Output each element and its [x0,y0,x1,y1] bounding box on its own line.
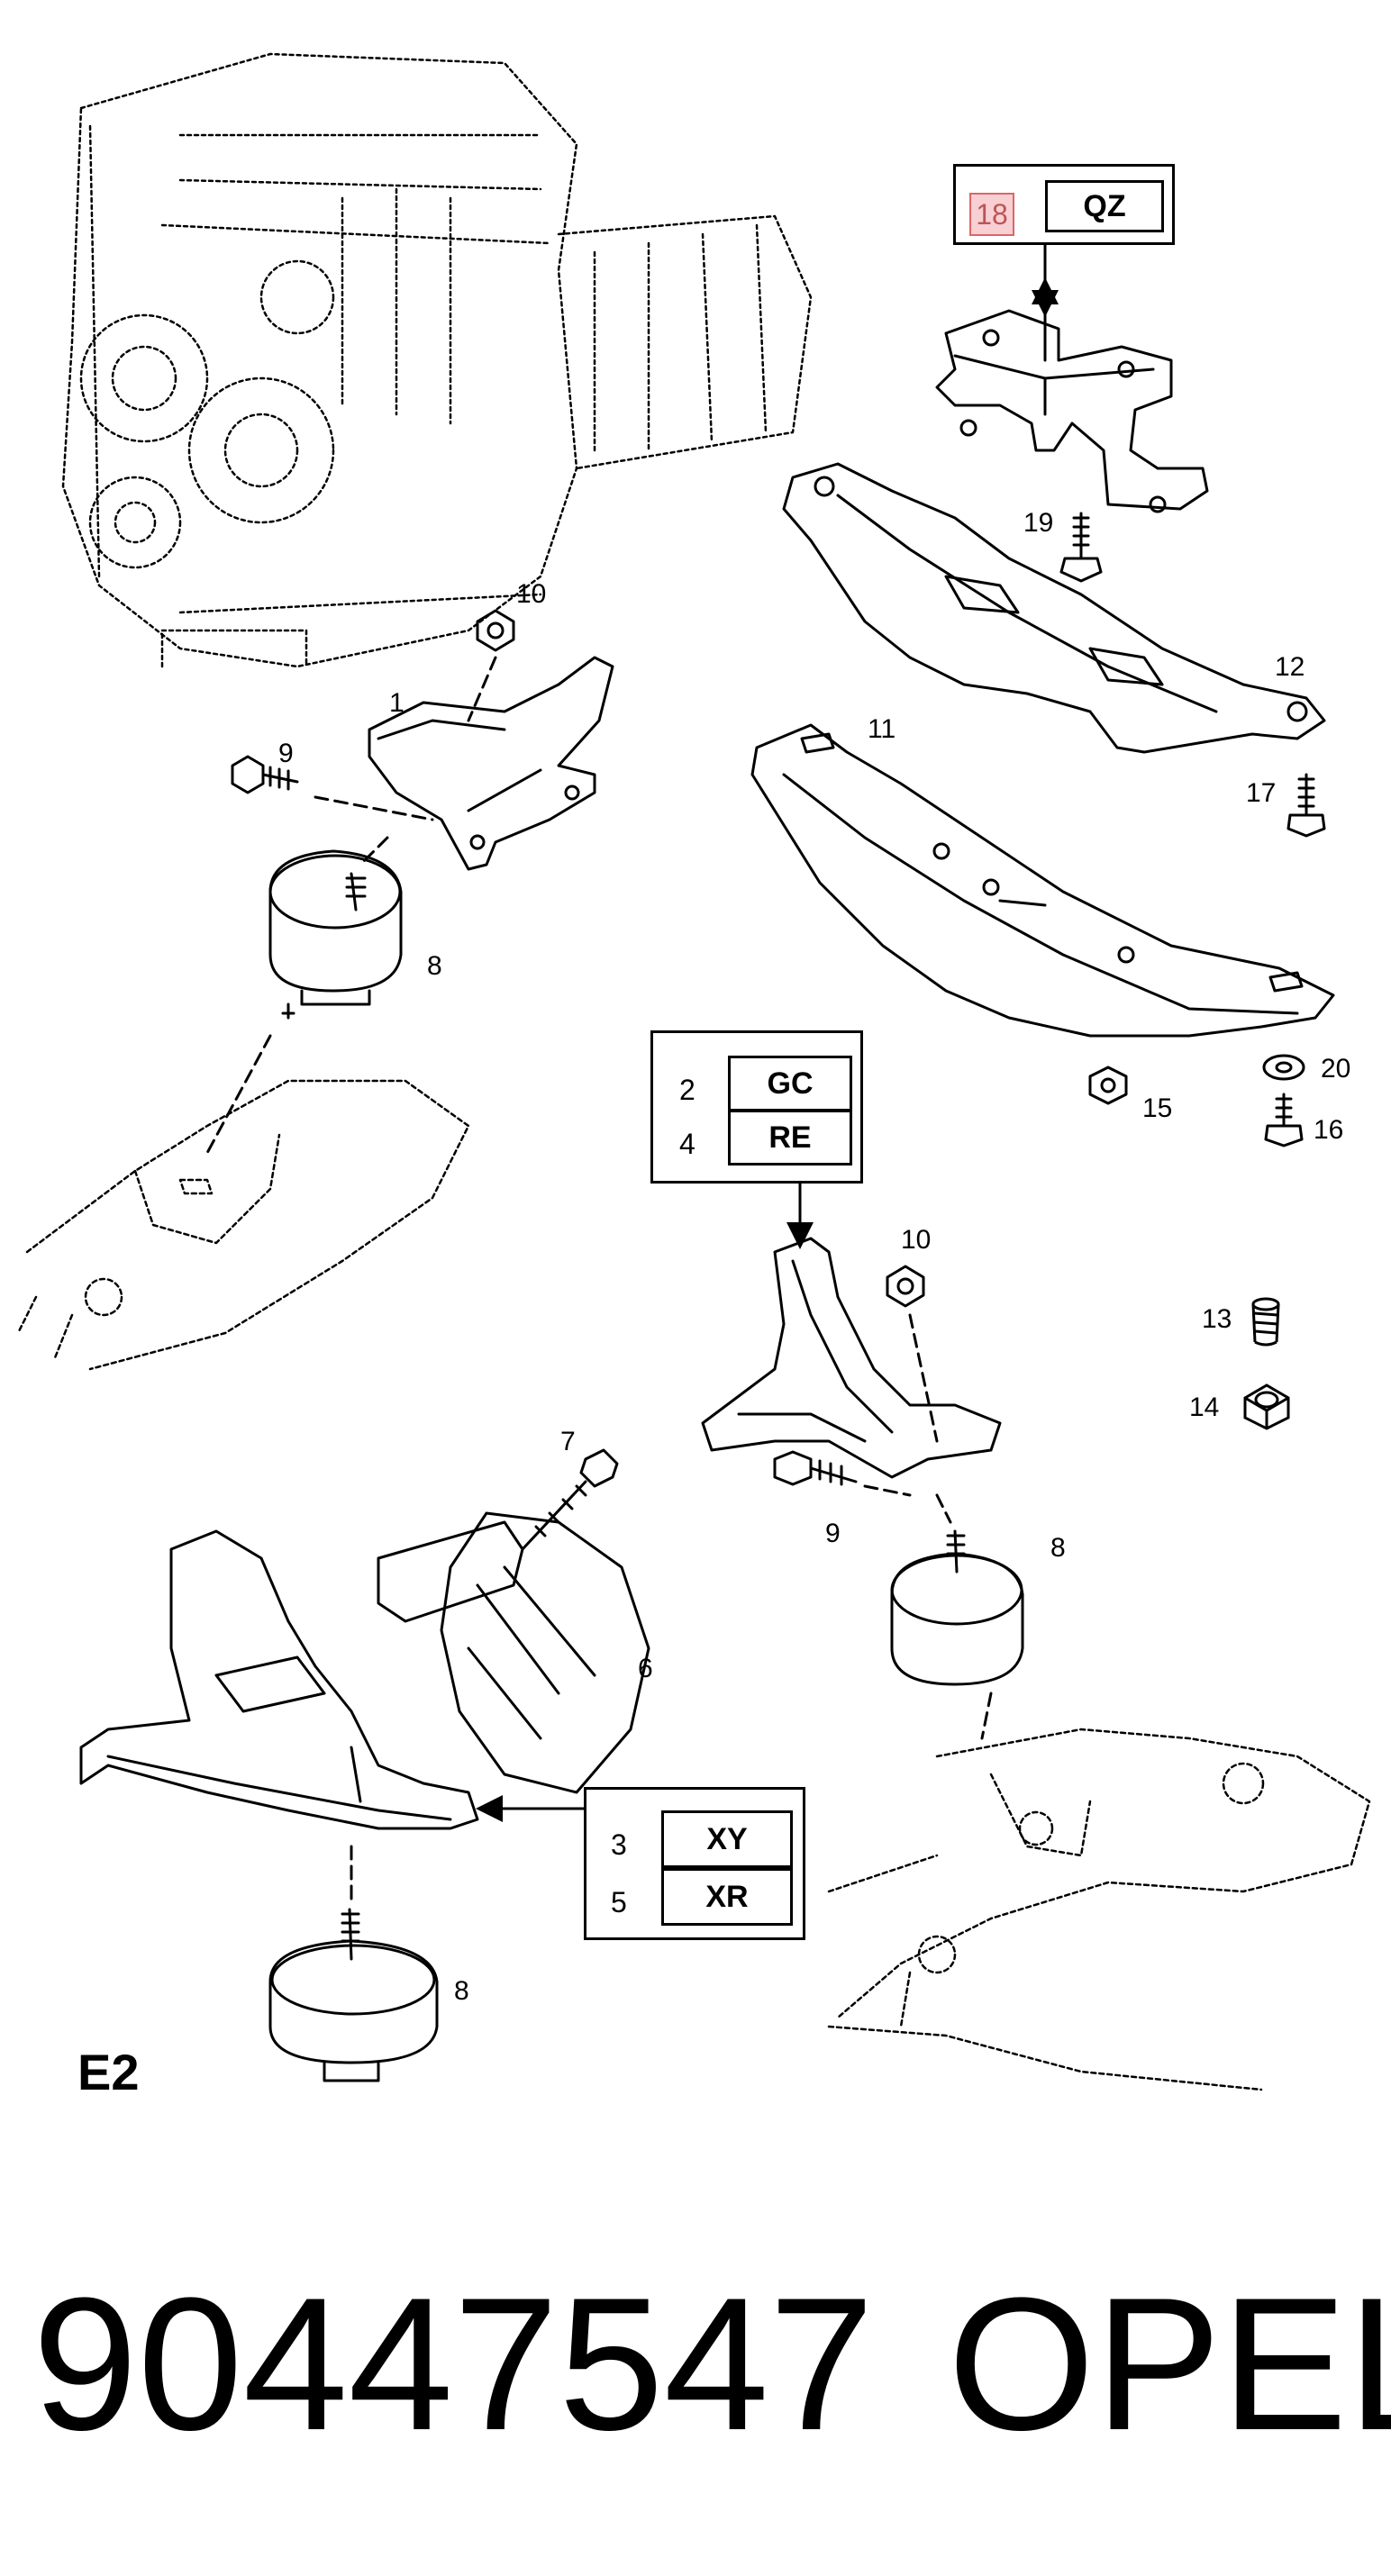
bolt-9-upper [231,755,434,821]
callout-17: 17 [1246,778,1277,808]
washer-20 [1262,1054,1305,1081]
engine-mount-8-middle [890,1493,1024,1740]
callout-19: 19 [1023,508,1054,538]
box-number-2: 2 [679,1074,696,1106]
box-code-xy: XY [661,1810,793,1868]
engine-mount-8-upper [205,836,403,1155]
box-code-re: RE [728,1110,852,1166]
box-code-qz: QZ [1045,180,1164,232]
box-number-3: 3 [611,1828,627,1861]
crossmember-11 [750,723,1335,1038]
box-number-4: 4 [679,1128,696,1160]
callout-16: 16 [1314,1115,1344,1145]
insert-13 [1251,1297,1280,1347]
callout-6: 6 [638,1654,653,1683]
bolt-16 [1264,1093,1304,1147]
box-number-5: 5 [611,1886,627,1918]
box-number-18: 18 [969,193,1014,236]
callout-9-upper: 9 [278,739,294,768]
box-code-gc: GC [728,1056,852,1111]
engine-mount-8-lower [268,1845,439,2082]
callout-10-lower: 10 [901,1225,932,1255]
chassis-rail-left [16,1079,470,1371]
nut-10-lower [886,1265,925,1308]
bolt-17 [1286,773,1326,838]
callout-12: 12 [1275,652,1305,682]
bolt-19 [1059,512,1103,583]
callout-15: 15 [1142,1093,1173,1123]
callout-13: 13 [1202,1304,1232,1334]
brand-name: OPEL [948,2258,1391,2470]
callout-11: 11 [868,714,896,744]
callout-8-upper: 8 [427,951,442,981]
callout-20: 20 [1321,1054,1351,1084]
bolt-9-lower [773,1450,912,1497]
callout-1: 1 [389,688,405,718]
section-label: E2 [77,2044,140,2100]
part-number: 90447547 [32,2258,875,2470]
callout-14: 14 [1189,1392,1220,1422]
callout-10-upper: 10 [516,579,547,609]
nut-15 [1088,1066,1128,1105]
bolt-7 [521,1448,619,1551]
nut-14 [1243,1383,1290,1430]
box-code-xr: XR [661,1868,793,1926]
callout-9-lower: 9 [825,1519,841,1548]
mount-bracket-1 [368,656,614,871]
mount-bracket-2-4 [701,1237,1002,1479]
callout-8-middle: 8 [1050,1533,1066,1563]
crossmember-12 [782,462,1326,754]
mount-bracket-3-5 [79,1520,524,1830]
exploded-parts-diagram [16,52,1371,2091]
engine-illustration [61,52,813,668]
heat-shield-6 [440,1511,650,1794]
callout-7: 7 [560,1427,576,1456]
nut-10-upper [476,609,515,652]
callout-8-lower: 8 [454,1976,469,2006]
gearbox-bracket-18 [935,277,1209,513]
chassis-rail-right [827,1728,1371,2091]
